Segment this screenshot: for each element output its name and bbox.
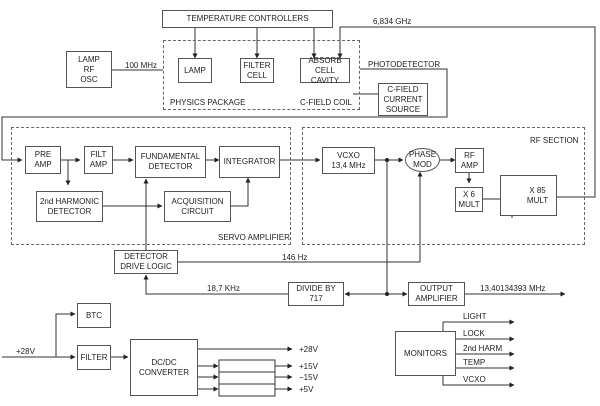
power-output-label: +15V [299, 362, 318, 371]
integrator-block: INTEGRATOR [219, 146, 280, 178]
c-field-current-source-block: C-FIELD CURRENT SOURCE [378, 83, 428, 116]
filt-amp-block: FILT AMP [84, 146, 113, 174]
input-power-label: +28V [16, 347, 35, 356]
modulation-frequency-label: 146 Hz [282, 253, 308, 262]
temperature-controllers-block: TEMPERATURE CONTROLLERS [162, 10, 333, 28]
lamp-frequency-label: 100 MHz [125, 61, 158, 70]
power-output-label: +5V [299, 385, 314, 394]
acquisition-circuit-block: ACQUISITION CIRCUIT [164, 191, 231, 222]
microwave-frequency-label: 6,834 GHz [373, 17, 412, 26]
regulator-box [218, 359, 276, 397]
monitor-output-label: TEMP [463, 358, 486, 367]
monitor-output-label: LIGHT [463, 312, 487, 321]
fundamental-detector-block: FUNDAMENTAL DETECTOR [135, 146, 206, 178]
monitor-output-label: LOCK [463, 329, 485, 338]
lamp-rf-osc-block: LAMP RF OSC [66, 51, 112, 88]
servo-amplifier-group [11, 127, 291, 245]
divide-by-717-block: DIVIDE BY 717 [288, 282, 344, 306]
servo-amplifier-label: SERVO AMPLIFIER [218, 233, 290, 242]
filter-cell-block: FILTER CELL [240, 58, 274, 83]
phase-mod-block: PHASE MOD [405, 148, 440, 172]
x85-mult-block: X 85 MULT [500, 175, 557, 216]
monitor-output-label: VCXO [463, 375, 486, 384]
output-amplifier-block: OUTPUT AMPLIFIER [408, 282, 465, 306]
monitor-output-label: 2nd HARM [463, 344, 503, 353]
vcxo-block: VCXO 13,4 MHz [322, 147, 375, 174]
lamp-block: LAMP [178, 58, 212, 83]
absorb-cell-cavity-block: ABSORB CELL CAVITY [300, 56, 350, 85]
dc-dc-converter-block: DC/DC CONVERTER [130, 339, 198, 396]
wire-divider [143, 274, 288, 295]
detector-drive-logic-block: DETECTOR DRIVE LOGIC [114, 250, 178, 274]
physics-package-group [163, 40, 360, 110]
junction-dot [385, 292, 389, 296]
junction-dot [385, 158, 389, 162]
second-harmonic-detector-block: 2nd HARMONIC DETECTOR [36, 191, 103, 222]
power-output-label: +28V [299, 345, 318, 354]
pre-amp-block: PRE AMP [25, 146, 61, 174]
output-frequency-label: 13,40134393 MHz [480, 284, 546, 293]
rf-section-group [302, 127, 585, 245]
c-field-coil-label: C-FIELD COIL [300, 98, 353, 107]
filter-block: FILTER [77, 345, 111, 370]
power-output-label: −15V [299, 373, 318, 382]
rf-amp-block: RF AMP [455, 148, 484, 173]
wire-photodetector [1, 68, 448, 163]
x6-mult-block: X 6 MULT [455, 187, 483, 212]
divider-frequency-label: 18,7 KHz [207, 284, 240, 293]
monitors-block: MONITORS [395, 331, 456, 376]
btc-block: BTC [77, 303, 111, 328]
physics-package-label: PHYSICS PACKAGE [170, 98, 246, 107]
photodetector-label: PHOTODETECTOR [368, 60, 441, 69]
rf-section-label: RF SECTION [530, 136, 579, 145]
